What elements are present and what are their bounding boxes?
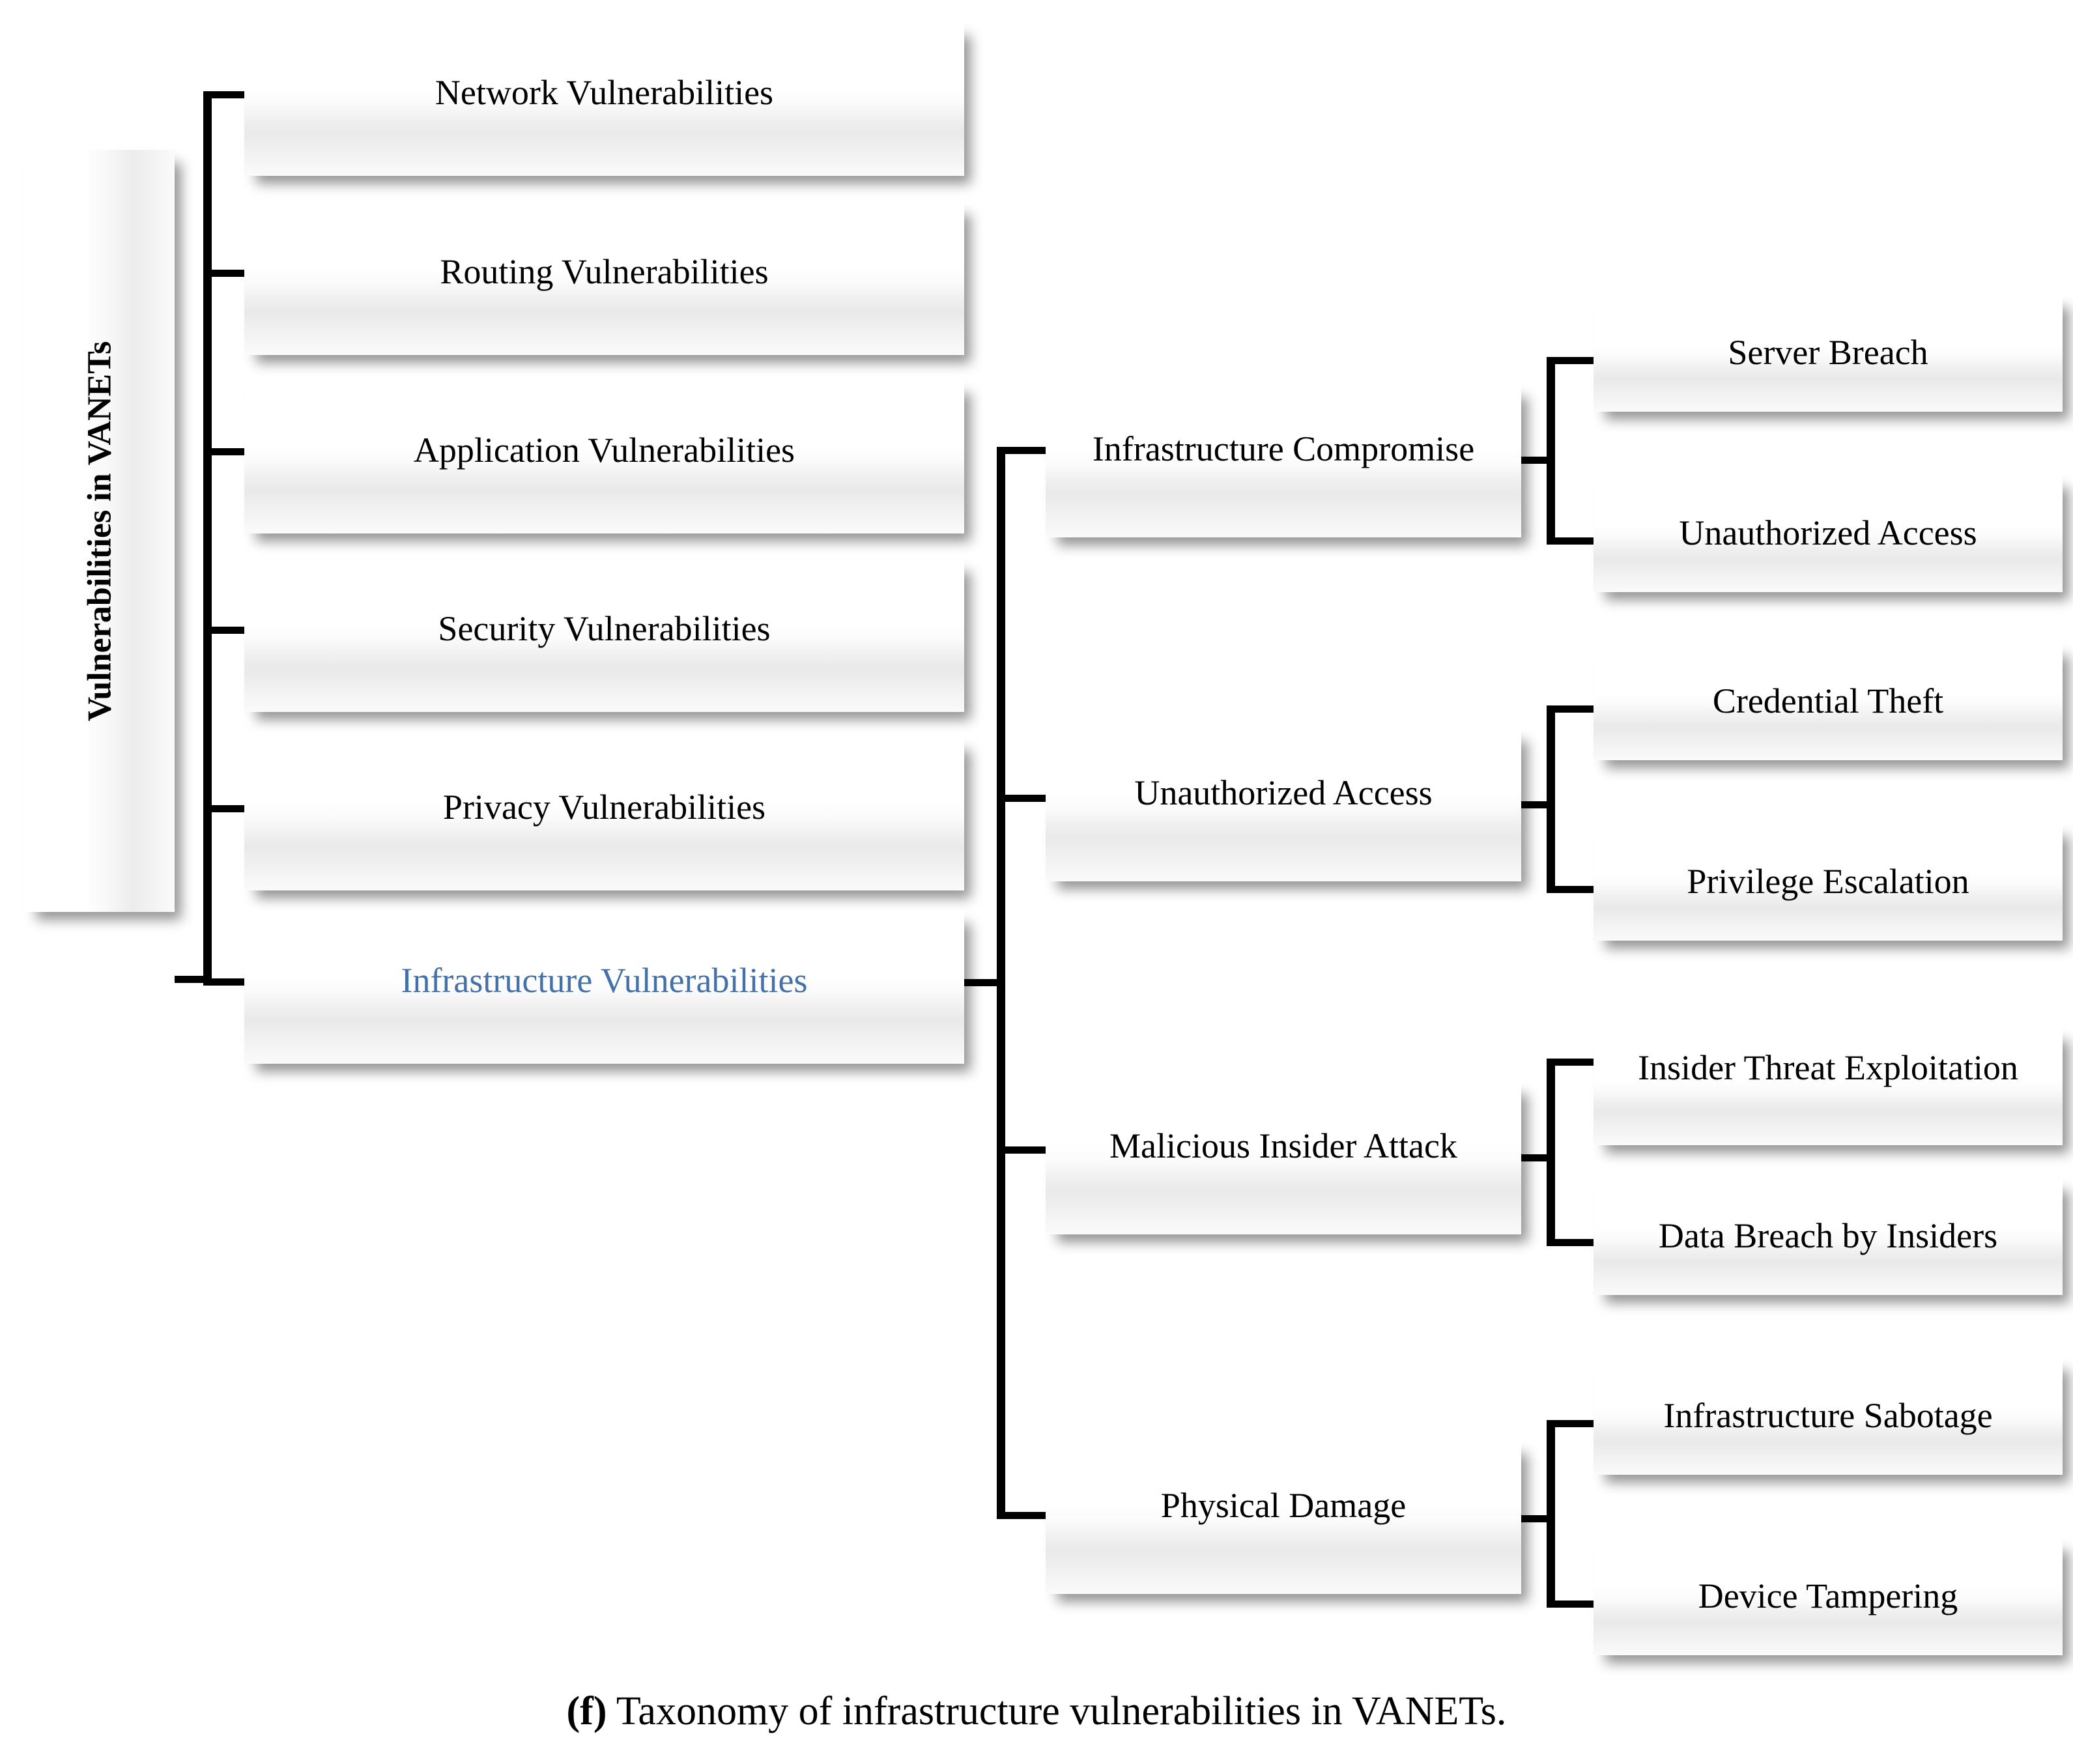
connector-level2-branch-2 <box>997 1146 1049 1154</box>
figure-caption: (f) Taxonomy of infrastructure vulnerabi… <box>0 1688 2073 1735</box>
level3-node-unauthorized-access[interactable]: Unauthorized Access <box>1594 475 2063 592</box>
level3-label-0-1: Unauthorized Access <box>1679 513 1977 552</box>
level3-label-2-1: Data Breach by Insiders <box>1658 1216 1998 1255</box>
figure-caption-prefix: (f) <box>566 1689 607 1733</box>
connector-level2-branch-1 <box>997 795 1049 802</box>
level3-node-insider-threat-exploitation[interactable]: Insider Threat Exploitation <box>1594 1028 2063 1145</box>
level3-label-3-0: Infrastructure Sabotage <box>1663 1396 1993 1435</box>
connector-level3-branch-0-0 <box>1547 357 1599 364</box>
connector-level3-stem-0 <box>1521 457 1554 464</box>
connector-level1-branch-0 <box>203 91 249 98</box>
connector-level3-branch-1-0 <box>1547 705 1599 713</box>
level3-node-device-tampering[interactable]: Device Tampering <box>1594 1538 2063 1655</box>
connector-level1-branch-4 <box>203 805 249 812</box>
connector-level3-stem-2 <box>1521 1154 1554 1161</box>
connector-level3-stem-3 <box>1521 1515 1554 1522</box>
level2-label-0: Infrastructure Compromise <box>1092 429 1475 468</box>
level1-label-1: Routing Vulnerabilities <box>440 252 769 291</box>
level3-node-infrastructure-sabotage[interactable]: Infrastructure Sabotage <box>1594 1358 2063 1475</box>
connector-level1-branch-5 <box>203 978 249 986</box>
level2-node-physical-damage[interactable]: Physical Damage <box>1046 1441 1521 1594</box>
root-node-label: Vulnerabilities in VANETs <box>81 341 119 721</box>
level1-label-3: Security Vulnerabilities <box>438 609 771 648</box>
connector-level3-branch-3-1 <box>1547 1600 1599 1608</box>
level1-node-privacy-vulnerabilities[interactable]: Privacy Vulnerabilities <box>244 737 964 890</box>
level2-node-infrastructure-compromise[interactable]: Infrastructure Compromise <box>1046 384 1521 537</box>
level3-node-privilege-escalation[interactable]: Privilege Escalation <box>1594 823 2063 941</box>
connector-level2-branch-3 <box>997 1512 1049 1519</box>
level1-node-application-vulnerabilities[interactable]: Application Vulnerabilities <box>244 380 964 533</box>
level1-node-network-vulnerabilities[interactable]: Network Vulnerabilities <box>244 23 964 176</box>
connector-level3-branch-2-0 <box>1547 1059 1599 1066</box>
level3-label-1-1: Privilege Escalation <box>1687 862 1969 901</box>
connector-level3-trunk-2 <box>1547 1059 1555 1246</box>
level2-label-3: Physical Damage <box>1160 1486 1407 1525</box>
level1-node-security-vulnerabilities[interactable]: Security Vulnerabilities <box>244 559 964 712</box>
level2-label-2: Malicious Insider Attack <box>1109 1126 1457 1165</box>
level1-label-5: Infrastructure Vulnerabilities <box>401 961 808 1000</box>
level1-node-infrastructure-vulnerabilities[interactable]: Infrastructure Vulnerabilities <box>244 911 964 1064</box>
level2-node-unauthorized-access[interactable]: Unauthorized Access <box>1046 728 1521 881</box>
level1-label-2: Application Vulnerabilities <box>413 431 795 470</box>
connector-level3-trunk-0 <box>1547 357 1555 545</box>
connector-level2-stem <box>964 979 1005 986</box>
connector-root-stem <box>175 976 210 983</box>
connector-level1-branch-3 <box>203 627 249 634</box>
connector-level3-branch-3-0 <box>1547 1420 1599 1427</box>
level3-node-credential-theft[interactable]: Credential Theft <box>1594 643 2063 760</box>
connector-level1-branch-1 <box>203 270 249 277</box>
connector-level1-trunk <box>203 91 212 985</box>
level3-label-0-0: Server Breach <box>1728 333 1928 372</box>
connector-level2-branch-0 <box>997 447 1049 454</box>
connector-level3-branch-1-1 <box>1547 886 1599 893</box>
connector-level2-trunk <box>997 447 1005 1519</box>
level3-node-server-breach[interactable]: Server Breach <box>1594 294 2063 412</box>
root-node-vulnerabilities-in-vanets[interactable]: Vulnerabilities in VANETs <box>25 150 175 912</box>
level3-label-3-1: Device Tampering <box>1698 1576 1958 1615</box>
connector-level3-trunk-1 <box>1547 705 1555 893</box>
level1-label-4: Privacy Vulnerabilities <box>442 788 766 827</box>
connector-level3-branch-2-1 <box>1547 1239 1599 1246</box>
level2-label-1: Unauthorized Access <box>1134 773 1433 812</box>
connector-level3-branch-0-1 <box>1547 537 1599 545</box>
level2-node-malicious-insider-attack[interactable]: Malicious Insider Attack <box>1046 1081 1521 1234</box>
level3-node-data-breach-by-insiders[interactable]: Data Breach by Insiders <box>1594 1178 2063 1295</box>
figure-caption-text: Taxonomy of infrastructure vulnerabiliti… <box>607 1689 1507 1733</box>
level1-label-0: Network Vulnerabilities <box>435 73 774 112</box>
connector-level3-stem-1 <box>1521 801 1554 808</box>
connector-level1-branch-2 <box>203 448 249 455</box>
level1-node-routing-vulnerabilities[interactable]: Routing Vulnerabilities <box>244 202 964 355</box>
level3-label-2-0: Insider Threat Exploitation <box>1638 1048 2018 1087</box>
connector-level3-trunk-3 <box>1547 1420 1555 1608</box>
level3-label-1-0: Credential Theft <box>1712 681 1944 720</box>
